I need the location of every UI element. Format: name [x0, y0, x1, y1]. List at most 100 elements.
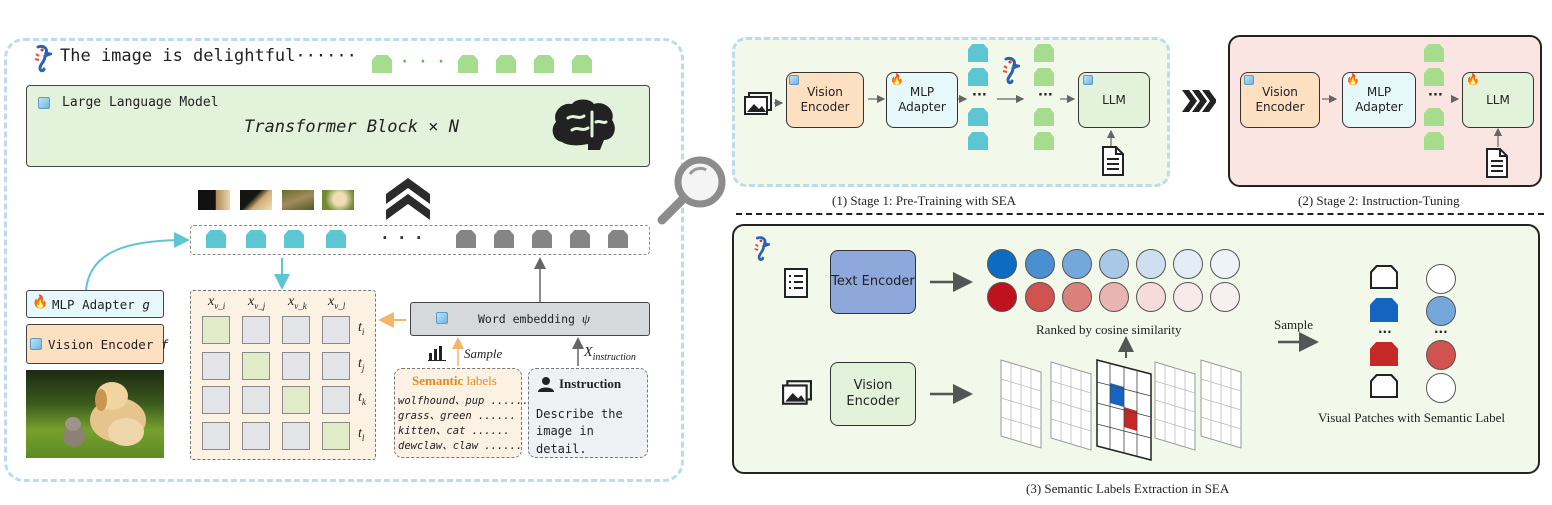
divider: [736, 213, 1544, 215]
image-similarity-circle: [1210, 282, 1240, 312]
patches-label: Visual Patches with Semantic Label: [1318, 410, 1505, 425]
matrix-row-header: tj: [358, 356, 365, 373]
text-encoder: Text Encoder: [830, 250, 916, 314]
image-similarity-circle: [1025, 282, 1055, 312]
word-embedding-label: Word embedding ψ: [478, 311, 590, 326]
text-token: [1424, 108, 1444, 126]
instruction-var: Xinstruction: [584, 345, 636, 363]
bar-chart-icon: [428, 346, 446, 361]
output-token: [534, 55, 554, 73]
visual-token: [968, 132, 988, 150]
stage2-llm: LLM: [1462, 72, 1534, 128]
cube-icon: [789, 75, 799, 85]
semantic-label-line: dewclaw、claw ......: [398, 440, 523, 452]
matrix-row-header: tk: [358, 390, 366, 407]
matrix-cell: [202, 352, 230, 380]
connection-arrows: [85, 232, 584, 366]
patch-dots: ...: [1378, 322, 1392, 336]
semantic-label-line: wolfhound、pup ......: [398, 395, 529, 407]
cube-icon: [1083, 75, 1093, 85]
mlp-adapter-label: MLP Adapter g: [52, 297, 150, 312]
sample-label: Sample: [1274, 317, 1313, 332]
visual-token: [284, 230, 304, 248]
stage3-arrows: [930, 272, 1319, 404]
text-similarity-circle: [1025, 249, 1055, 279]
seahorse-icon: [754, 236, 770, 262]
user-icon: [538, 377, 554, 392]
word-embedding-box: [410, 302, 650, 336]
matrix-col-header: xv_l: [328, 294, 346, 311]
document-icon: [1486, 148, 1508, 178]
matrix-cell: [202, 316, 230, 344]
matrix-row-header: tl: [358, 426, 365, 443]
matrix-cell: [242, 316, 270, 344]
visual-token: [968, 44, 988, 62]
matrix-cell: [322, 316, 350, 344]
output-token: [496, 55, 516, 73]
stage1-caption: (1) Stage 1: Pre-Training with SEA: [832, 193, 1017, 208]
text-token: [532, 230, 552, 248]
semantic-labels-box: [394, 368, 522, 458]
cube-icon: [1244, 75, 1254, 85]
fire-icon: 🔥: [890, 73, 904, 86]
matrix-cell: [242, 352, 270, 380]
stage1-vision-encoder: Vision Encoder: [786, 72, 864, 128]
visual-token: [206, 230, 226, 248]
stage2-mlp-adapter: MLP Adapter: [1342, 72, 1416, 128]
cube-icon: [436, 312, 448, 324]
text-similarity-circle: [1136, 249, 1166, 279]
text-token: [1424, 68, 1444, 86]
matrix-cell: [322, 422, 350, 450]
text-token: [1034, 108, 1054, 126]
text-similarity-circle: [1173, 249, 1203, 279]
magnifier-icon: [657, 156, 726, 225]
semantic-label-line: kitten、cat ......: [398, 425, 510, 437]
matrix-cell: [202, 386, 230, 414]
semantic-label-line: grass、green ......: [398, 410, 516, 422]
matrix-cell: [202, 422, 230, 450]
fire-icon: 🔥: [32, 295, 49, 310]
patch-token: [1372, 376, 1396, 396]
patch-thumbnail: [282, 190, 314, 210]
matrix-cell: [282, 316, 310, 344]
stage1-mlp-adapter: MLP Adapter: [886, 72, 958, 128]
instruction-title: Instruction: [559, 376, 622, 391]
matrix-cell: [242, 386, 270, 414]
text-similarity-circle: [987, 249, 1017, 279]
stage2-caption: (2) Stage 2: Instruction-Tuning: [1298, 193, 1460, 208]
visual-token: [246, 230, 266, 248]
patch-label-circle: [1426, 373, 1456, 403]
matrix-cell: [282, 352, 310, 380]
matrix-cell: [322, 386, 350, 414]
llm-block: Transformer Block × N: [244, 117, 459, 137]
stage2-arrows: [1322, 94, 1503, 147]
visual-token: [968, 108, 988, 126]
stage1-dots: ···: [972, 88, 987, 103]
matrix-col-header: xv_k: [288, 294, 307, 311]
text-token: [570, 230, 590, 248]
stage2-dots: ···: [1428, 88, 1443, 103]
stage3-caption: (3) Semantic Labels Extraction in SEA: [1026, 481, 1230, 496]
image-similarity-circle: [1062, 282, 1092, 312]
patch-grids: [1000, 359, 1242, 461]
matrix-cell: [242, 422, 270, 450]
dog-kitten-photo: [26, 370, 164, 458]
patch-token: [1370, 342, 1398, 366]
text-token: [608, 230, 628, 248]
seahorse-icon: [1002, 57, 1020, 85]
output-text: The image is delightful······: [60, 46, 357, 66]
patch-thumbnail: [322, 190, 354, 210]
patch-label-circle: [1426, 340, 1456, 370]
matrix-col-header: xv_j: [248, 294, 266, 311]
patch-dots: ...: [1434, 322, 1448, 336]
output-token: [372, 55, 392, 73]
visual-token: [326, 230, 346, 248]
llm-box: [26, 85, 650, 167]
matrix-cell: [282, 422, 310, 450]
image-similarity-circle: [987, 282, 1017, 312]
fire-icon: 🔥: [1346, 73, 1360, 86]
llm-title: Large Language Model: [62, 95, 219, 110]
patch-thumbnail: [240, 190, 272, 210]
ellipsis: · · ·: [382, 229, 425, 247]
stage2-vision-encoder: Vision Encoder: [1240, 72, 1320, 128]
